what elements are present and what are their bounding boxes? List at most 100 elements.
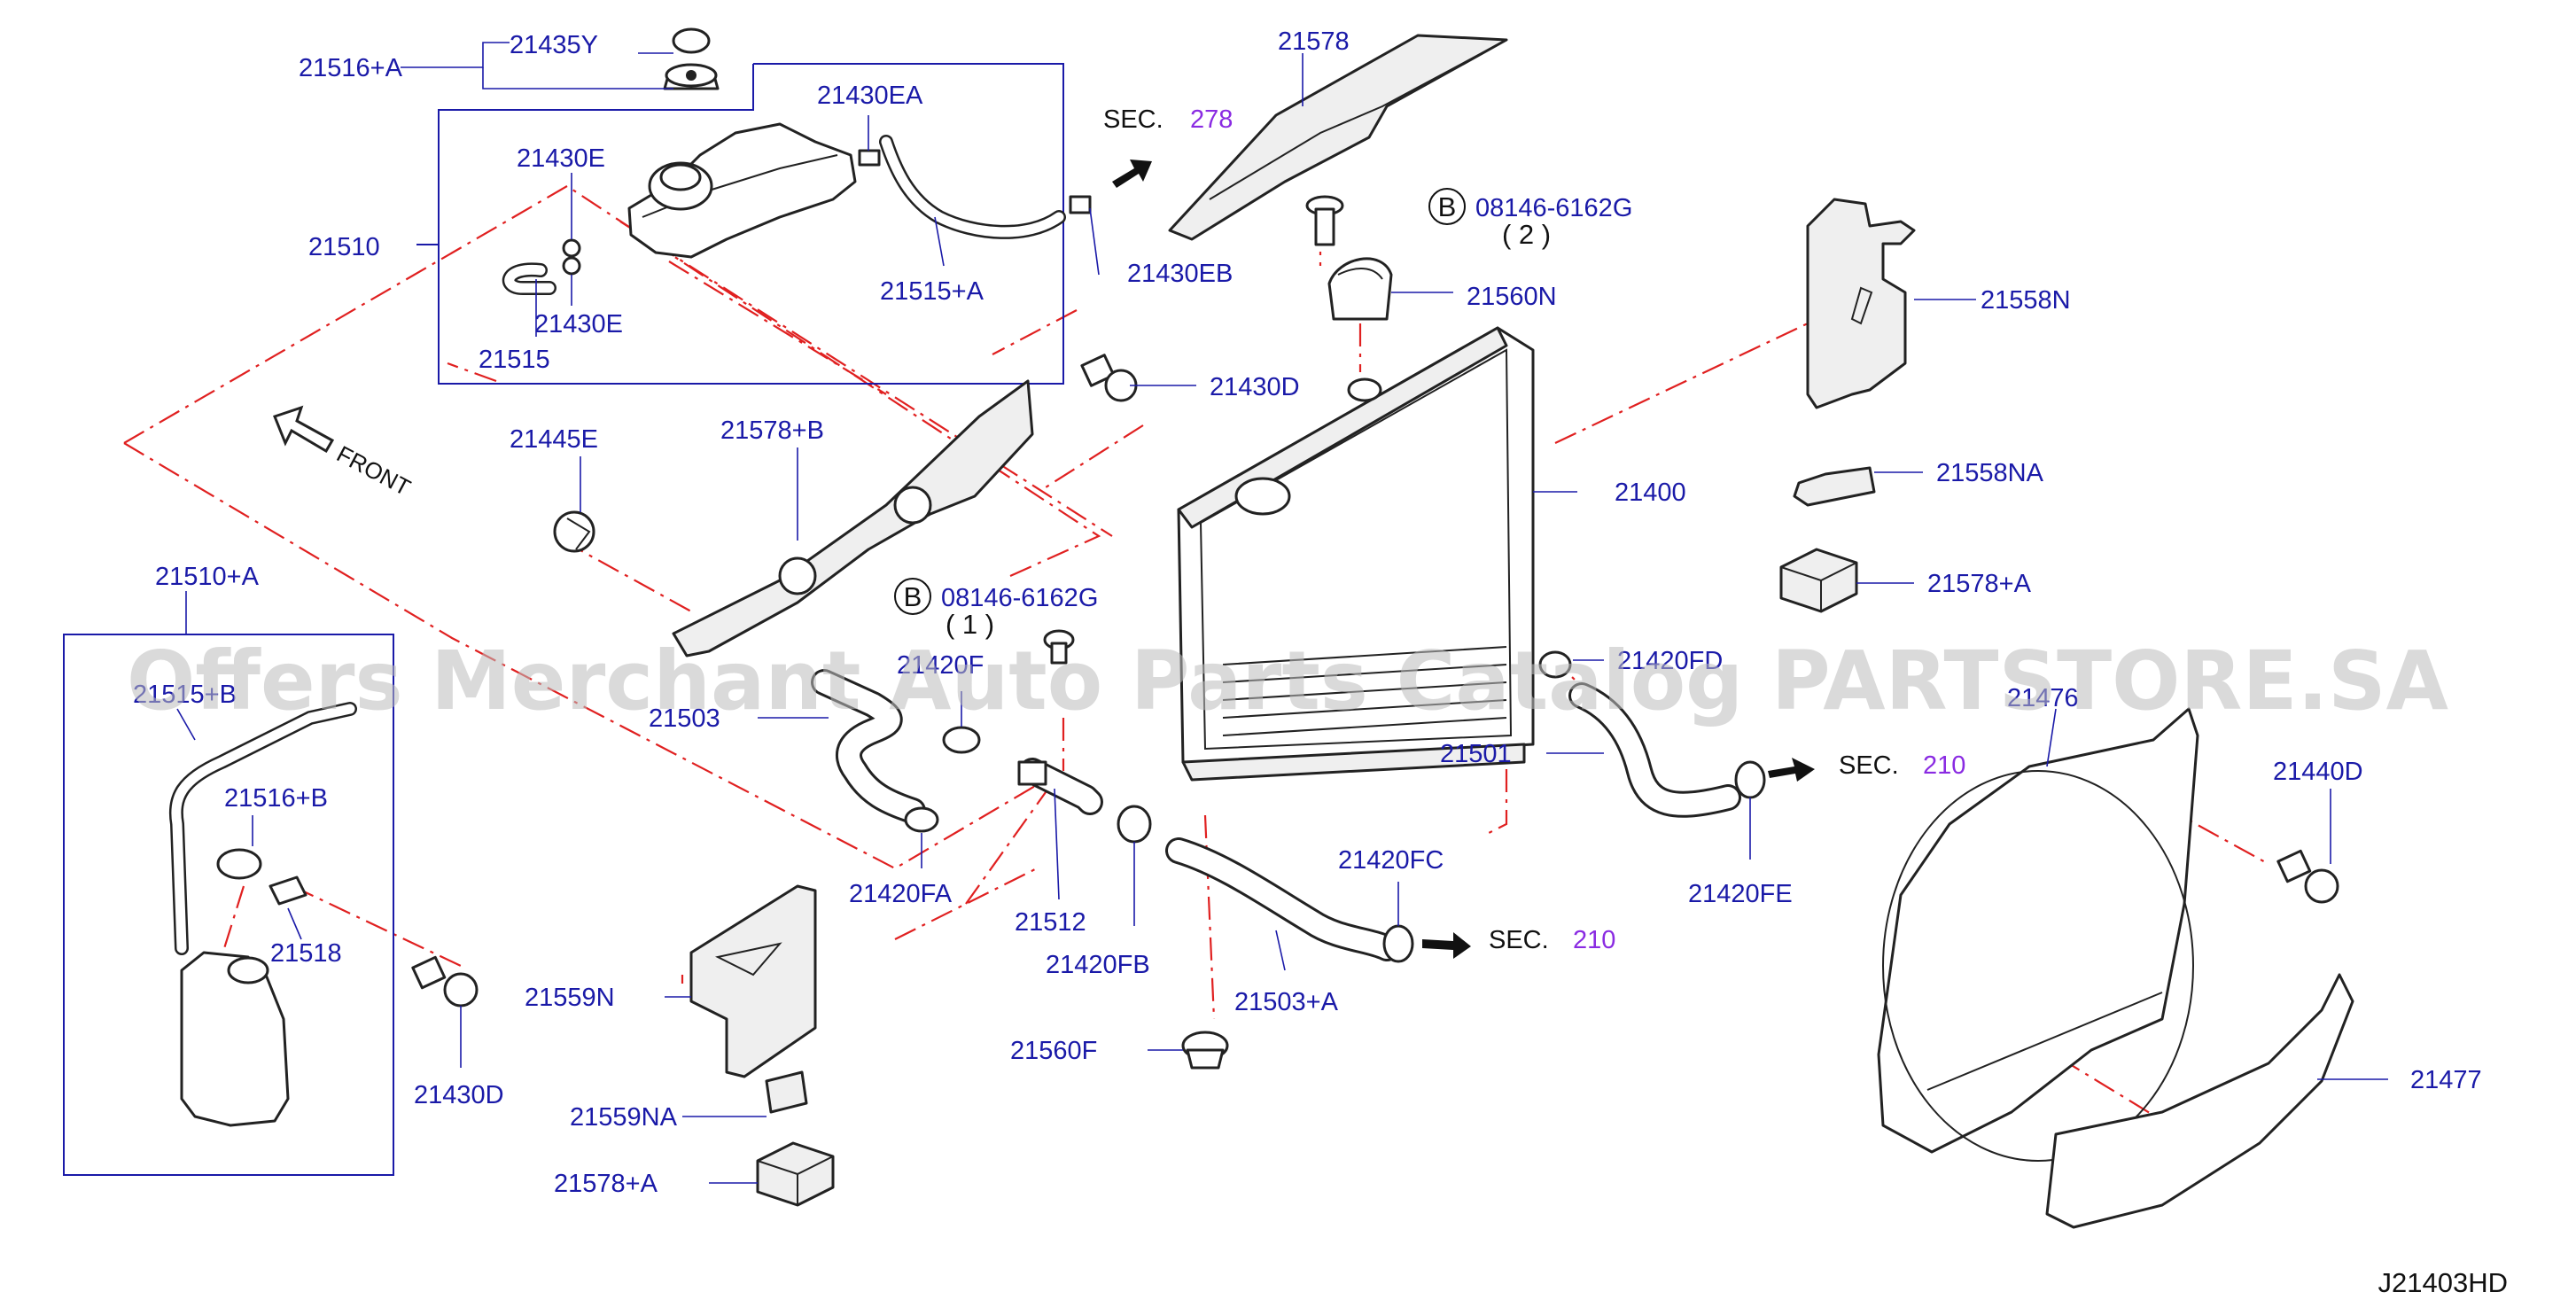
seal-21578-plus-b <box>672 379 1034 658</box>
radiator-21400 <box>1177 326 1535 782</box>
label-21510A[interactable]: 21510+A <box>155 563 260 591</box>
clip-21420F <box>942 726 981 754</box>
label-21560N[interactable]: 21560N <box>1467 283 1557 311</box>
reservoir-21510-plus-a <box>180 951 290 1127</box>
label-21420F[interactable]: 21420F <box>897 651 984 680</box>
reservoir-tank-21510 <box>627 122 857 259</box>
label-21430EA[interactable]: 21430EA <box>817 82 923 110</box>
label-21435Y[interactable]: 21435Y <box>510 31 598 59</box>
label-21512[interactable]: 21512 <box>1015 908 1086 937</box>
label-21400[interactable]: 21400 <box>1615 479 1686 507</box>
fan-shroud-21476 <box>1877 707 2199 1162</box>
sec-prefix: SEC. <box>1839 751 1899 780</box>
pipe-21512 <box>1017 758 1103 815</box>
sec-prefix: SEC. <box>1103 105 1163 134</box>
seal-21559N <box>689 884 817 1078</box>
front-direction-arrow: FRONT <box>273 405 415 502</box>
bolt-21430D-left <box>411 955 479 1008</box>
label-21510[interactable]: 21510 <box>308 233 380 261</box>
label-21558NA[interactable]: 21558NA <box>1936 459 2044 487</box>
label-21420FC[interactable]: 21420FC <box>1338 846 1444 875</box>
shroud-seal-21558NA <box>1793 466 1876 507</box>
sec-number-278[interactable]: 278 <box>1190 105 1233 134</box>
label-21515[interactable]: 21515 <box>479 346 550 374</box>
mount-21560N <box>1327 257 1393 321</box>
label-21516B[interactable]: 21516+B <box>224 784 328 813</box>
label-21476[interactable]: 21476 <box>2007 684 2079 712</box>
sec-210-arrow-bottom <box>1422 932 1471 959</box>
label-21420FD[interactable]: 21420FD <box>1617 647 1723 675</box>
hose-21501 <box>1568 682 1741 818</box>
leader-lines <box>176 42 2388 1184</box>
front-label: FRONT <box>332 440 415 502</box>
bracket-21518 <box>268 875 307 906</box>
clip-21420FC <box>1382 924 1414 963</box>
label-21515B[interactable]: 21515+B <box>133 681 237 709</box>
label-21430D-mid[interactable]: 21430D <box>1210 373 1300 401</box>
label-21430EB[interactable]: 21430EB <box>1127 260 1233 288</box>
label-21420FE[interactable]: 21420FE <box>1688 880 1793 908</box>
clip-21420FD <box>1538 650 1572 679</box>
bolt-21430D-mid <box>1080 354 1138 402</box>
part-labels: 21516+A 21435Y 21430EA 21430E 21510 2143… <box>133 27 2482 1198</box>
label-21501[interactable]: 21501 <box>1440 740 1512 768</box>
seal-block-21578-plus-a-right <box>1779 548 1858 613</box>
clips-21430E <box>562 238 581 276</box>
label-21559NA[interactable]: 21559NA <box>570 1103 678 1132</box>
clip-21420FB <box>1117 805 1152 844</box>
seal-21578 <box>1168 34 1508 241</box>
section-ref-278[interactable]: SEC. 278 <box>1103 105 1233 134</box>
label-21578A-right[interactable]: 21578+A <box>1927 570 2032 598</box>
hose-21503 <box>811 669 926 824</box>
hose-21515-plus-b <box>168 702 357 955</box>
bolt-qty-top: ( 2 ) <box>1502 219 1551 250</box>
callout-letter: B <box>1438 191 1457 222</box>
label-21477[interactable]: 21477 <box>2410 1066 2482 1094</box>
label-21578-top[interactable]: 21578 <box>1278 27 1350 56</box>
bolt-callout-mid: B 08146-6162G ( 1 ) <box>894 578 1098 640</box>
label-21445E[interactable]: 21445E <box>510 425 598 454</box>
label-21516A[interactable]: 21516+A <box>299 54 403 82</box>
lower-shroud-21477 <box>2045 973 2354 1229</box>
label-21420FB[interactable]: 21420FB <box>1046 951 1150 979</box>
label-21578B[interactable]: 21578+B <box>720 416 824 445</box>
hose-21515 <box>502 262 556 295</box>
clip-21430EB <box>1069 195 1092 214</box>
label-21503[interactable]: 21503 <box>649 704 720 733</box>
shroud-panel-21558N <box>1806 198 1916 409</box>
reservoir-b-group-box <box>63 634 394 1176</box>
label-21515A[interactable]: 21515+A <box>880 277 984 306</box>
overflow-hose-21515-plus-a <box>879 135 1066 239</box>
label-21559N[interactable]: 21559N <box>525 984 615 1012</box>
label-21503A[interactable]: 21503+A <box>1234 988 1339 1016</box>
label-21420FA[interactable]: 21420FA <box>849 880 953 908</box>
seal-21559NA <box>765 1070 808 1114</box>
label-21560F[interactable]: 21560F <box>1010 1037 1097 1065</box>
label-21558N[interactable]: 21558N <box>1981 286 2071 315</box>
section-ref-210-right[interactable]: SEC. 210 <box>1839 751 1965 780</box>
label-21430D-left[interactable]: 21430D <box>414 1081 504 1109</box>
sec-number-210[interactable]: 210 <box>1573 926 1615 954</box>
sec-number-210[interactable]: 210 <box>1923 751 1965 780</box>
clip-21420FE <box>1734 760 1766 799</box>
clip-21445E <box>553 510 595 553</box>
diagram-code: J21403HD <box>2378 1267 2508 1298</box>
seal-block-21578-plus-a-bottom <box>756 1141 835 1207</box>
label-21430E-bottom[interactable]: 21430E <box>534 310 623 338</box>
clip-21430EA <box>858 149 881 167</box>
sec-210-arrow-right <box>1768 758 1815 782</box>
label-21440D[interactable]: 21440D <box>2273 758 2363 786</box>
label-21518[interactable]: 21518 <box>270 939 342 968</box>
label-21578A-bottom[interactable]: 21578+A <box>554 1170 658 1198</box>
reservoir-cap-21435Y <box>663 27 720 90</box>
bolt-part-number-mid: 08146-6162G <box>941 584 1098 612</box>
bolt-qty-mid: ( 1 ) <box>946 609 994 640</box>
sec-278-arrow <box>1112 160 1152 188</box>
hose-21503-plus-a <box>1165 837 1400 961</box>
callout-letter: B <box>904 581 922 612</box>
label-21430E-top[interactable]: 21430E <box>517 144 605 173</box>
bolt-08146-6162G-mid <box>1043 629 1075 665</box>
section-ref-210-bottom[interactable]: SEC. 210 <box>1489 926 1615 954</box>
watermark: Offers Merchant Auto Parts Catalog PARTS… <box>127 634 2448 728</box>
